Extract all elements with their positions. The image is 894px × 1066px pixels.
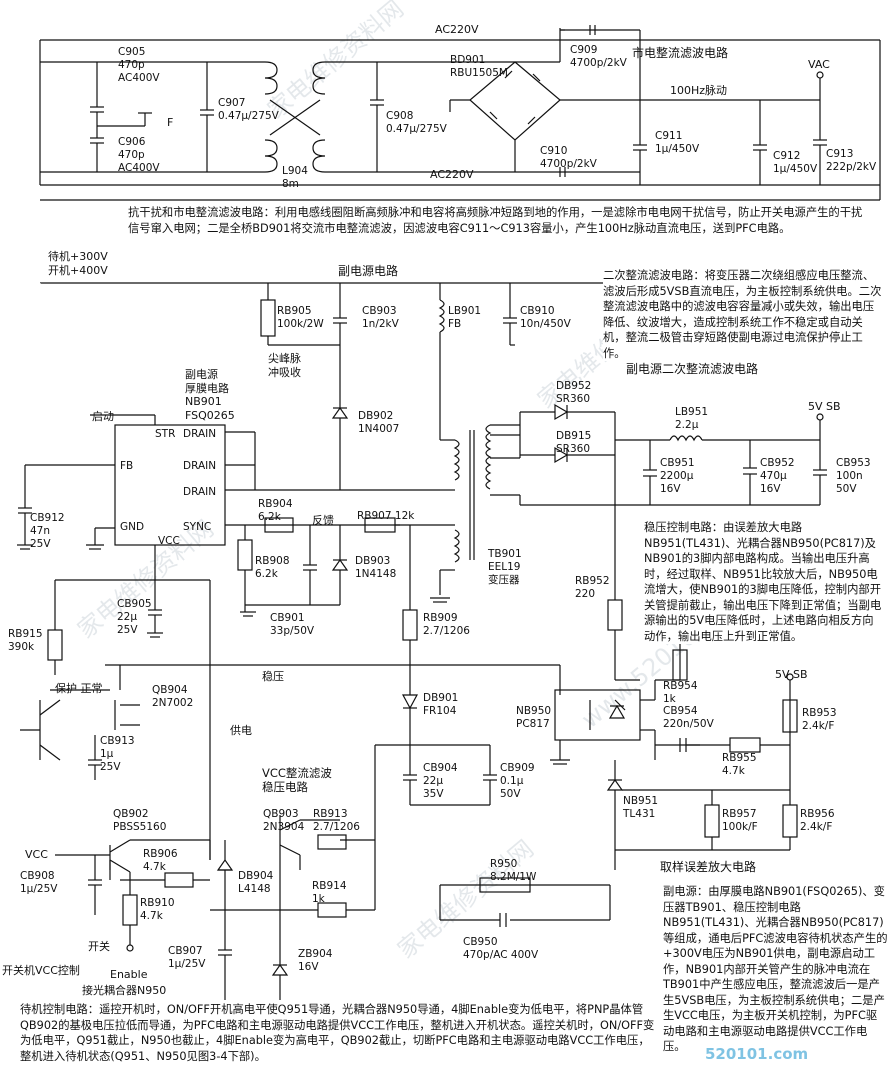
start-label: 启动 (92, 410, 114, 423)
f-label: F (167, 116, 174, 129)
protect-label: 保护 正常 (55, 682, 103, 695)
ac-bottom-label: AC220V (430, 168, 474, 181)
feedback-label: 反馈 (312, 514, 334, 527)
ic-pin-str: STR (155, 428, 176, 440)
switch-key-label: 开关 (88, 940, 110, 953)
sampling-title: 取样误差放大电路 (660, 860, 757, 874)
regulation-description: 稳压控制电路：由误差放大电路NB951(TL431)、光耦合器NB950(PC8… (644, 520, 884, 644)
sb5v-label-top: 5V SB (808, 400, 841, 413)
standby-secondary-title: 副电源二次整流滤波电路 (626, 362, 759, 376)
vcc-label: VCC (25, 848, 48, 861)
mains-filter-title: 市电整流滤波电路 (632, 46, 729, 60)
standby-supply-title: 副电源电路 (338, 264, 399, 278)
vac-label: VAC (808, 58, 830, 71)
rb907-label: RB907 12k (357, 510, 415, 522)
secondary-description: 二次整流滤波电路：将变压器二次绕组感应电压整流、滤波后形成5VSB直流电压，为主… (603, 268, 883, 361)
ic-pin-fb: FB (120, 460, 134, 472)
enable-label: Enable (110, 968, 148, 981)
standby-control-description: 待机控制电路：遥控开机时，ON/OFF开机高电平使Q951导通，光耦合器N950… (20, 1002, 660, 1064)
ic-pin-vcc: VCC (158, 535, 180, 547)
standby-description: 副电源：由厚膜电路NB901(FSQ0265)、变压器TB901、稳压控制电路N… (663, 884, 888, 1055)
vcc-filter-title: VCC整流滤波 稳压电路 (262, 766, 332, 794)
ic-pin-drain-6: DRAIN (183, 486, 217, 498)
power-supply-label: 供电 (230, 724, 252, 737)
ripple-label: 100Hz脉动 (670, 84, 728, 97)
ic-pin-gnd: GND (120, 521, 145, 533)
switch-vcc-title: 开关机VCC控制 (2, 964, 80, 977)
spike-label: 尖峰脉 冲吸收 (268, 352, 301, 379)
ac-top-label: AC220V (435, 23, 479, 36)
sb5v-label-bottom: 5V SB (775, 668, 808, 681)
site-logo: 520101.com (705, 1045, 809, 1063)
regulate-label: 稳压 (262, 670, 284, 683)
filter-description: 抗干扰和市电整流滤波电路：利用电感线圈阻断高频脉冲和电容将高频脉冲短路到地的作用… (128, 205, 873, 236)
enable-opto-label: 接光耦合器N950 (82, 984, 167, 997)
ic-pin-drain-8: DRAIN (183, 428, 217, 440)
ic-pin-sync: SYNC (183, 521, 212, 533)
ic-pin-drain-7: DRAIN (183, 460, 217, 472)
